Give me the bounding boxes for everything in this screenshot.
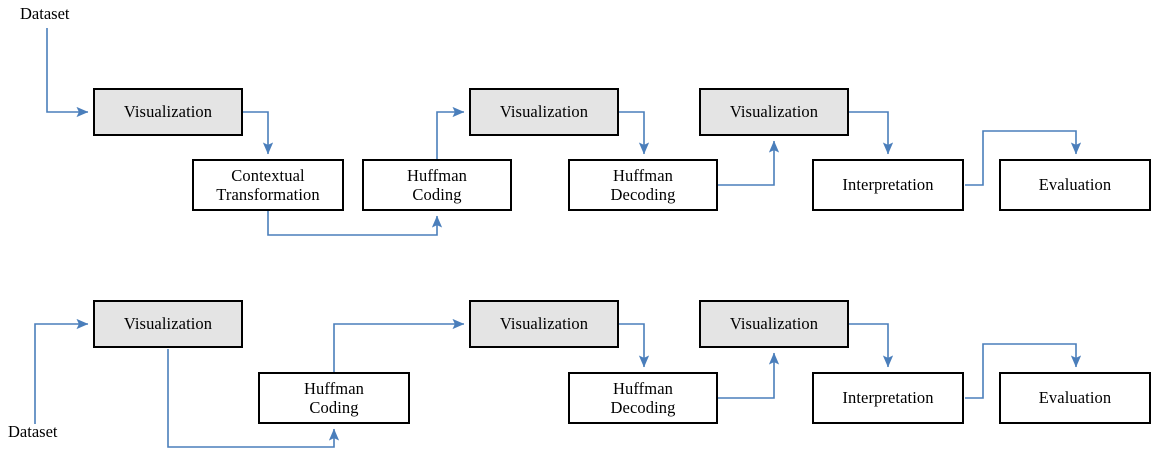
node-bot-interpretation[interactable]: Interpretation xyxy=(812,372,964,424)
node-label: Contextual Transformation xyxy=(216,165,320,204)
node-label: Huffman Coding xyxy=(304,378,364,417)
edge-dataset-to-top-visualization-1 xyxy=(46,28,89,118)
node-label: Huffman Coding xyxy=(407,165,467,204)
edge-top-huffman-coding-to-visualization-2 xyxy=(436,106,465,159)
dataset-label-bottom: Dataset xyxy=(8,422,58,441)
node-bot-visualization-2[interactable]: Visualization xyxy=(469,300,619,348)
node-top-interpretation[interactable]: Interpretation xyxy=(812,159,964,211)
edge-bot-huffman-coding-to-visualization-2 xyxy=(333,318,465,372)
node-bot-visualization-1[interactable]: Visualization xyxy=(93,300,243,348)
node-label: Visualization xyxy=(499,102,589,122)
edge-bot-visualization-2-to-huffman-decoding xyxy=(619,323,650,368)
node-label: Interpretation xyxy=(842,175,934,195)
node-top-contextual-transformation[interactable]: Contextual Transformation xyxy=(192,159,344,211)
node-label: Evaluation xyxy=(1038,388,1112,408)
node-label: Visualization xyxy=(123,102,213,122)
node-label: Visualization xyxy=(729,314,819,334)
node-label: Huffman Decoding xyxy=(610,378,676,417)
node-top-visualization-1[interactable]: Visualization xyxy=(93,88,243,136)
node-label: Visualization xyxy=(123,314,213,334)
node-label: Interpretation xyxy=(842,388,934,408)
node-label: Visualization xyxy=(729,102,819,122)
edge-top-huffman-decoding-to-visualization-3 xyxy=(718,140,780,186)
edge-dataset-to-bot-visualization-1 xyxy=(34,318,89,424)
node-bot-huffman-decoding[interactable]: Huffman Decoding xyxy=(568,372,718,424)
node-top-visualization-3[interactable]: Visualization xyxy=(699,88,849,136)
edge-top-visualization-3-to-interpretation xyxy=(849,111,894,155)
dataset-label-top: Dataset xyxy=(20,4,70,23)
edge-top-contextual-transformation-to-huffman-coding xyxy=(267,211,443,236)
node-top-huffman-coding[interactable]: Huffman Coding xyxy=(362,159,512,211)
node-bot-huffman-coding[interactable]: Huffman Coding xyxy=(258,372,410,424)
node-top-visualization-2[interactable]: Visualization xyxy=(469,88,619,136)
node-label: Huffman Decoding xyxy=(610,165,676,204)
node-top-evaluation[interactable]: Evaluation xyxy=(999,159,1151,211)
edge-top-visualization-1-to-contextual-transformation xyxy=(243,111,274,155)
node-bot-visualization-3[interactable]: Visualization xyxy=(699,300,849,348)
node-label: Visualization xyxy=(499,314,589,334)
edge-bot-visualization-3-to-interpretation xyxy=(849,323,894,368)
node-label: Evaluation xyxy=(1038,175,1112,195)
node-top-huffman-decoding[interactable]: Huffman Decoding xyxy=(568,159,718,211)
edge-bot-huffman-decoding-to-visualization-3 xyxy=(718,352,780,399)
edge-top-visualization-2-to-huffman-decoding xyxy=(619,111,650,155)
node-bot-evaluation[interactable]: Evaluation xyxy=(999,372,1151,424)
